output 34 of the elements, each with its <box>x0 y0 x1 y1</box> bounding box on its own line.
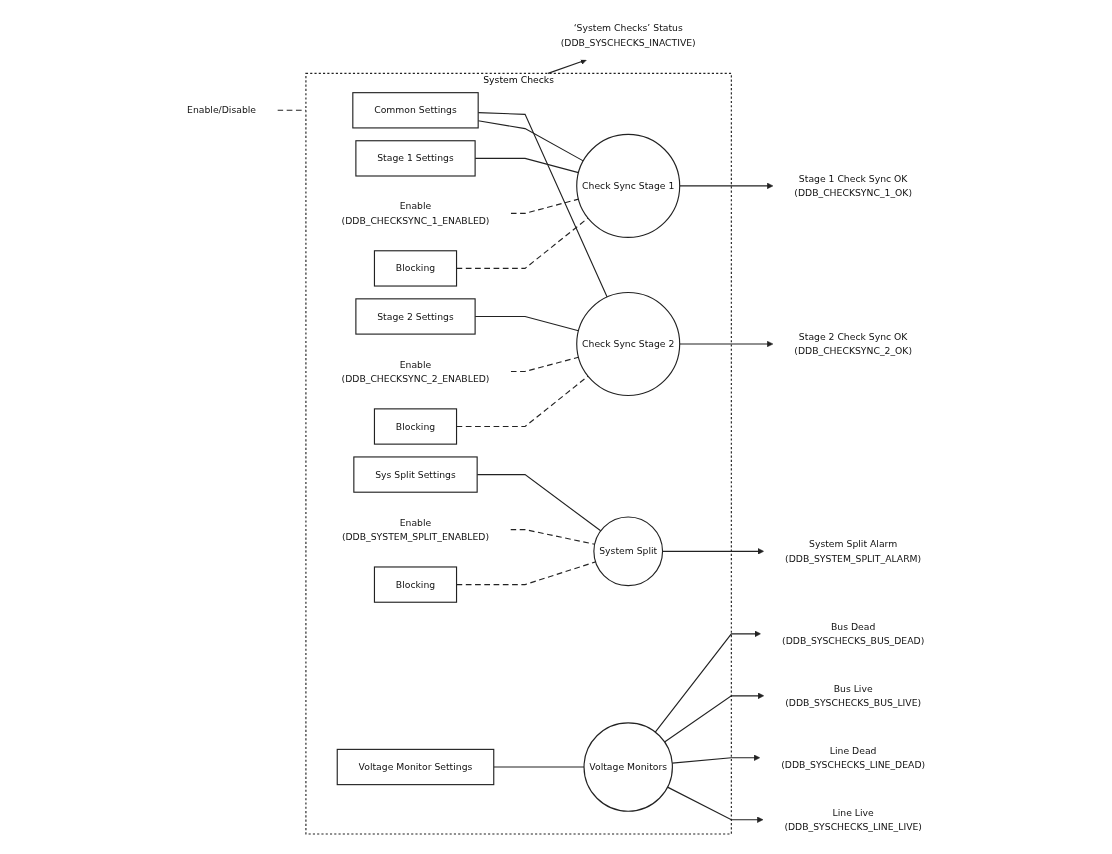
node-box: Blocking <box>373 249 457 287</box>
node-box: Sys Split Settings <box>353 455 478 493</box>
node-text: System Split Alarm (DDB_SYSTEM_SPLIT_ALARM) <box>785 538 922 563</box>
connector <box>510 198 579 214</box>
node-text: Bus Live (DDB_SYSCHECKS_BUS_LIVE) <box>785 682 922 708</box>
arrow <box>679 182 774 189</box>
node-text: Enable (DDB_SYSTEM_SPLIT_ENABLED) <box>341 516 490 542</box>
node-box: Common Settings <box>352 91 479 128</box>
node-box: Stage 1 Settings <box>355 139 476 177</box>
node-text: Enable (DDB_CHECKSYNC_2_ENABLED) <box>341 358 490 384</box>
connector <box>493 765 585 768</box>
node-text: Line Dead (DDB_SYSCHECKS_LINE_DEAD) <box>781 744 926 770</box>
node-text: Bus Dead (DDB_SYSCHECKS_BUS_DEAD) <box>781 620 925 646</box>
node-circle: Check Sync Stage 1 <box>576 133 681 238</box>
node-circle: System Split <box>593 515 664 586</box>
node-box: Voltage Monitor Settings <box>336 748 495 785</box>
node-text: Stage 1 Check Sync OK (DDB_CHECKSYNC_1_OK) <box>794 172 912 198</box>
node-box: Stage 2 Settings <box>355 297 476 335</box>
arrow <box>663 692 765 742</box>
arrow <box>679 340 774 347</box>
node-text: Enable (DDB_CHECKSYNC_1_ENABLED) <box>341 200 490 225</box>
node-text: Enable/Disable <box>186 104 256 115</box>
node-box: Blocking <box>373 407 457 445</box>
node-box: Blocking <box>373 565 457 603</box>
connector <box>510 356 579 372</box>
arrow <box>547 58 587 74</box>
arrow <box>666 786 764 823</box>
node-circle: Check Sync Stage 2 <box>576 291 681 396</box>
node-text: ‘System Checks’ Status (DDB_SYSCHECKS_INACTIVE) <box>560 22 696 47</box>
arrow <box>654 630 761 733</box>
connector <box>276 109 307 111</box>
node-text: Stage 2 Check Sync OK (DDB_CHECKSYNC_2_OK) <box>794 331 912 356</box>
node-circle: Voltage Monitors <box>583 721 673 812</box>
node-text: Line Live (DDB_SYSCHECKS_LINE_LIVE) <box>784 806 922 832</box>
